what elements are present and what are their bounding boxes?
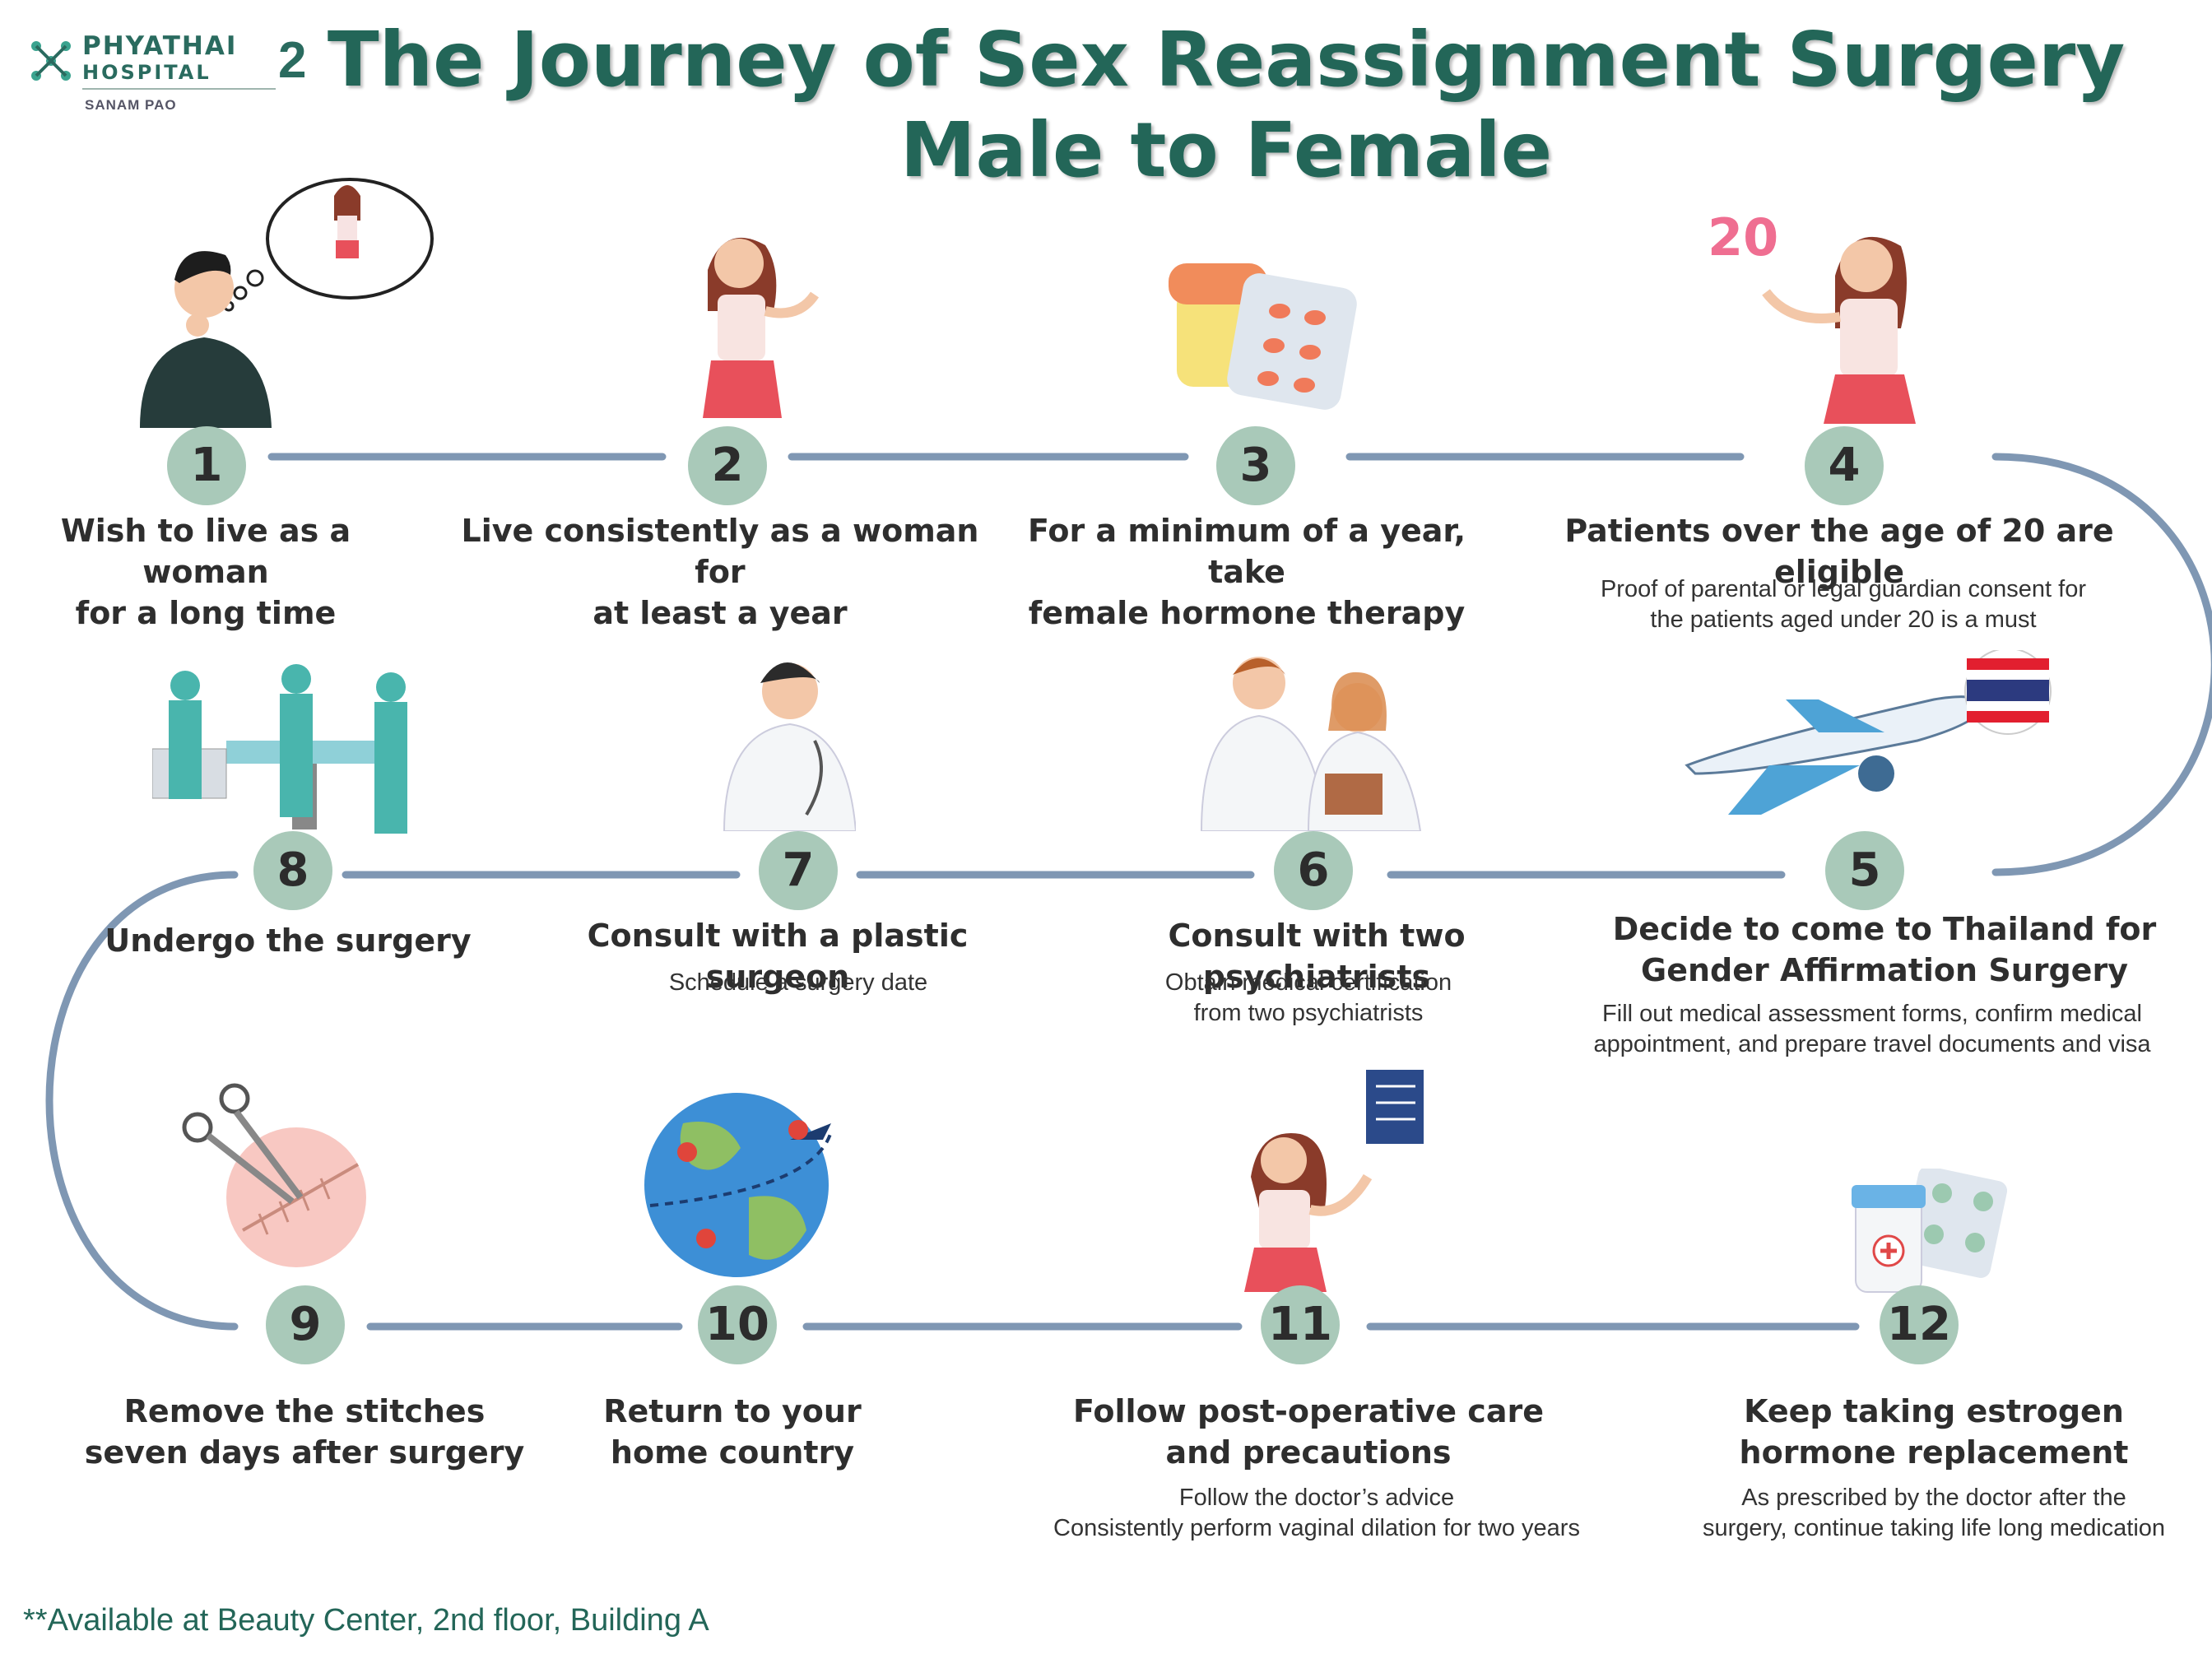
step-1-title-line2: for a long time — [75, 595, 337, 631]
airplane-thailand-flag-icon — [1685, 650, 2052, 815]
step-2-title: Live consistently as a woman for at leas… — [436, 510, 1004, 634]
step-11-desc-line1: Follow the doctor’s advice — [1178, 1485, 1455, 1511]
step-11-desc-line2: Consistently perform vaginal dilation fo… — [1053, 1515, 1580, 1541]
step-12-description: As prescribed by the doctor after the su… — [1654, 1483, 2212, 1544]
page-title-line1: The Journey of Sex Reassignment Surgery — [327, 16, 2126, 104]
step-4-desc-line2: the patients aged under 20 is a must — [1650, 606, 2037, 633]
step-9-title: Remove the stitches seven days after sur… — [74, 1391, 535, 1473]
step-8-number: 8 — [253, 831, 332, 910]
step-4-title: Patients over the age of 20 are eligible — [1564, 513, 2114, 590]
step-12-desc-line1: As prescribed by the doctor after the — [1741, 1485, 2126, 1511]
two-doctors-icon — [1200, 657, 1422, 831]
page-title-line2: Male to Female — [899, 106, 1553, 194]
step-1-number: 1 — [167, 426, 246, 505]
step-11-title-line1: Follow post-operative care — [1073, 1393, 1544, 1429]
step-7-description: Schedule a surgery date — [668, 969, 928, 996]
logo-brand-line1: PHYATHAI — [82, 31, 238, 61]
step-4-desc-line1: Proof of parental or legal guardian cons… — [1600, 576, 2087, 602]
step-11-description: Follow the doctor’s advice Consistently … — [1004, 1483, 1629, 1544]
step-1-title: Wish to live as a woman for a long time — [0, 510, 411, 634]
step-5-title-line1: Decide to come to Thailand for — [1612, 911, 2157, 947]
step-10-number: 10 — [698, 1285, 777, 1364]
step-12-number: 12 — [1880, 1285, 1959, 1364]
surgery-team-icon — [152, 664, 407, 834]
step-12-desc-line2: surgery, continue taking life long medic… — [1702, 1515, 2166, 1541]
step-2-title-line2: at least a year — [592, 595, 848, 631]
step-12-title: Keep taking estrogen hormone replacement — [1671, 1391, 2197, 1473]
logo-divider — [82, 88, 276, 90]
step-6-number: 6 — [1274, 831, 1353, 910]
step-12-title-line2: hormone replacement — [1739, 1434, 2129, 1471]
step-7-title: Consult with a plastic surgeon — [587, 918, 969, 995]
step-4-description: Proof of parental or legal guardian cons… — [1531, 574, 2156, 635]
step-11-number: 11 — [1261, 1285, 1340, 1364]
logo-branch: SANAM PAO — [85, 97, 177, 113]
step-9-title-line2: seven days after surgery — [84, 1434, 525, 1471]
step-9-title-line1: Remove the stitches — [123, 1393, 486, 1429]
step-2-number: 2 — [688, 426, 767, 505]
step-2-title-line1: Live consistently as a woman for — [461, 513, 979, 590]
step-5-title-line2: Gender Affirmation Surgery — [1641, 952, 2128, 988]
pills-icon — [1169, 263, 1357, 410]
step-9-number: 9 — [266, 1285, 345, 1364]
step-6-title: Consult with two psychiatrists — [1168, 918, 1466, 995]
age-20-badge: 20 — [1708, 207, 1779, 267]
globe-airplane-icon — [644, 1093, 833, 1277]
step-3-title-line2: female hormone therapy — [1028, 595, 1466, 631]
step-12-title-line1: Keep taking estrogen — [1744, 1393, 2124, 1429]
doctor-icon — [723, 662, 856, 831]
step-5-title: Decide to come to Thailand for Gender Af… — [1564, 908, 2205, 991]
connector-8-9 — [45, 871, 239, 1331]
scissors-stitches-icon — [182, 1083, 366, 1267]
step-6-desc-line1: Obtain medical certification — [1164, 969, 1452, 996]
step-5-number: 5 — [1825, 831, 1904, 910]
step-5-description: Fill out medical assessment forms, confi… — [1547, 999, 2197, 1060]
step-1-title-line1: Wish to live as a woman — [60, 513, 351, 590]
step-10-title: Return to your home country — [560, 1391, 905, 1473]
woman-birthday-icon — [1762, 236, 1916, 424]
step-10-title-line2: home country — [610, 1434, 855, 1471]
step-10-title-line1: Return to your — [603, 1393, 862, 1429]
step-7-number: 7 — [759, 831, 838, 910]
step-11-title: Follow post-operative care and precautio… — [1029, 1391, 1588, 1473]
step-3-number: 3 — [1216, 426, 1295, 505]
step-4-number: 4 — [1805, 426, 1884, 505]
step-6-desc-line2: from two psychiatrists — [1193, 1000, 1424, 1026]
step-6-description: Obtain medical certification from two ps… — [1103, 968, 1514, 1029]
logo-brand-line2: HOSPITAL — [82, 61, 211, 84]
connector-4-5 — [1991, 453, 2212, 876]
step-5-desc-line2: appointment, and prepare travel document… — [1593, 1031, 2151, 1057]
footnote: **Available at Beauty Center, 2nd floor,… — [23, 1603, 709, 1638]
woman-checklist-icon — [1244, 1070, 1424, 1292]
logo-mark-icon — [31, 41, 71, 81]
step-3-title: For a minimum of a year, take female hor… — [996, 510, 1498, 634]
woman-icon — [703, 237, 819, 418]
step-3-title-line1: For a minimum of a year, take — [1027, 513, 1466, 590]
step-5-desc-line1: Fill out medical assessment forms, confi… — [1602, 1001, 2142, 1027]
step-11-title-line2: and precautions — [1165, 1434, 1452, 1471]
logo-brand-number: 2 — [278, 32, 307, 89]
thinking-man-icon — [140, 178, 434, 428]
step-8-title: Undergo the surgery — [105, 922, 472, 959]
medicine-bottle-icon — [1852, 1169, 2008, 1293]
